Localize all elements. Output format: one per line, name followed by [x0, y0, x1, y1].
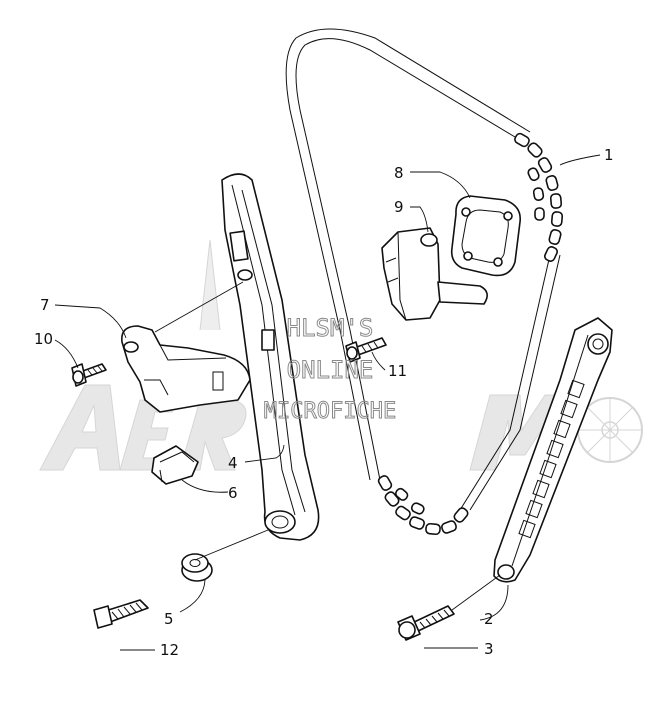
- gasket: [450, 195, 522, 277]
- callout-2: 2: [484, 610, 494, 628]
- callout-6: 6: [228, 484, 238, 502]
- chain-links-upper: [514, 132, 564, 262]
- bolt-10: [71, 363, 107, 387]
- callout-12: 12: [160, 641, 179, 659]
- guide-bracket: [121, 325, 251, 413]
- callout-1: 1: [604, 146, 614, 164]
- watermark-line-2: ONLINE: [287, 356, 374, 384]
- clip: [151, 445, 199, 485]
- timing-chain: [285, 28, 564, 536]
- fixed-guide: [493, 317, 613, 583]
- leader-lines: [54, 154, 601, 651]
- flange-bolt-12: [93, 599, 149, 629]
- watermark-line-1: HLSM'S: [287, 314, 374, 342]
- callout-7: 7: [40, 296, 50, 314]
- watermark-line-3: MICROFICHE: [264, 399, 396, 424]
- callout-labels: 1 2 3 4 5 6 7 8 9 10 11 12: [34, 146, 614, 659]
- callout-4: 4: [228, 454, 238, 472]
- bolt-11: [345, 337, 387, 363]
- tensioner-guide-arm: [221, 173, 320, 541]
- callout-3: 3: [484, 640, 494, 658]
- callout-10: 10: [34, 330, 53, 348]
- chain-links-lower: [377, 475, 469, 536]
- collar: [181, 553, 213, 582]
- callout-8: 8: [394, 164, 404, 182]
- chain-tensioner: [381, 227, 488, 321]
- text-watermark: HLSM'S ONLINE MICROFICHE: [263, 314, 396, 425]
- callout-11: 11: [388, 362, 407, 380]
- flange-bolt-3: [397, 605, 455, 641]
- callout-5: 5: [164, 610, 174, 628]
- callout-9: 9: [394, 198, 404, 216]
